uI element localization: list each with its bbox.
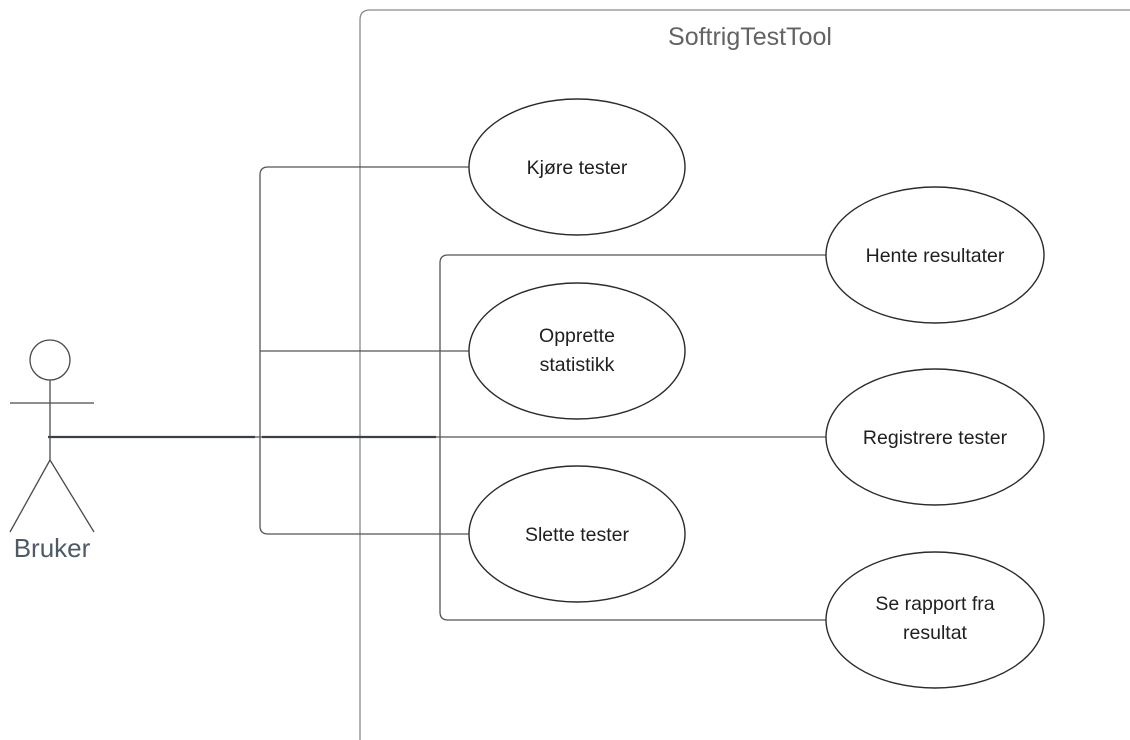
- use-case-label-line-1: Se rapport fra: [875, 593, 994, 615]
- actor-left-leg: [9, 459, 51, 533]
- use-case-label-line-1: Opprette: [539, 325, 615, 347]
- use-case-registrere-tester[interactable]: Registrere tester: [825, 368, 1045, 506]
- connectors: [48, 166, 828, 621]
- actor-head: [29, 339, 71, 381]
- use-case-label: Hente resultater: [866, 245, 1005, 267]
- use-case-ellipse[interactable]: [825, 551, 1045, 689]
- use-case-hente-resultater[interactable]: Hente resultater: [825, 186, 1045, 324]
- use-case-ellipse[interactable]: [825, 368, 1045, 506]
- actor-label: Bruker: [14, 533, 91, 563]
- use-case-se-rapport[interactable]: Se rapport fra resultat: [825, 551, 1045, 689]
- use-case-kjore-tester[interactable]: Kjøre tester: [468, 98, 686, 236]
- system-boundary: [359, 9, 1130, 740]
- use-case-label-line-2: resultat: [903, 622, 968, 644]
- use-case-slette-tester[interactable]: Slette tester: [468, 465, 686, 603]
- use-case-ellipse[interactable]: [468, 465, 686, 603]
- actor-figure: [9, 339, 95, 533]
- use-case-label-line-2: statistikk: [540, 354, 615, 376]
- use-case-opprette-statistikk[interactable]: Opprette statistikk: [468, 282, 686, 420]
- use-case-ellipse[interactable]: [825, 186, 1045, 324]
- use-case-ellipse[interactable]: [468, 98, 686, 236]
- system-title: SoftrigTestTool: [668, 23, 832, 51]
- actor-right-leg: [49, 459, 95, 533]
- use-case-label: Kjøre tester: [527, 157, 628, 179]
- use-case-label: Slette tester: [525, 524, 630, 546]
- use-case-label: Registrere tester: [863, 427, 1008, 449]
- use-case-ellipse[interactable]: [468, 282, 686, 420]
